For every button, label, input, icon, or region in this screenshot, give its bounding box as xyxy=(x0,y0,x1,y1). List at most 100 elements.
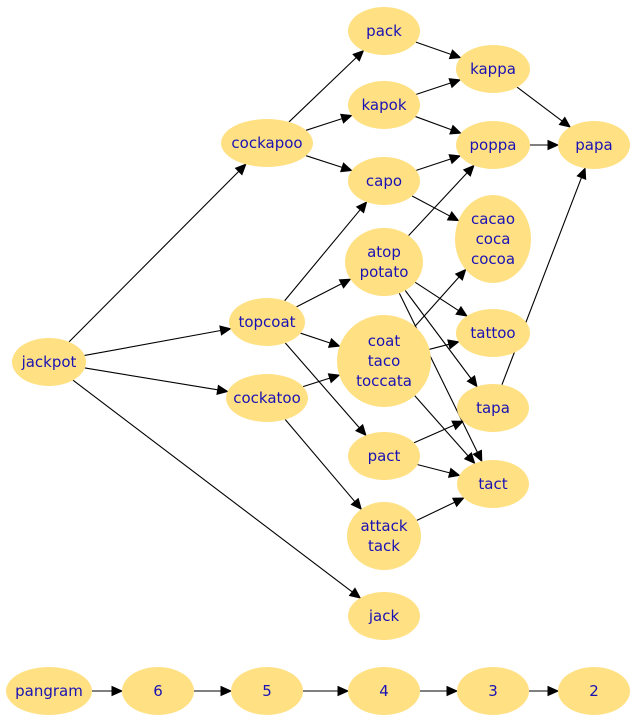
arrowhead xyxy=(466,374,478,388)
node-label: toccata xyxy=(356,372,412,390)
edge-jackpot-to-cockatoo xyxy=(84,367,229,395)
edge-line xyxy=(300,332,331,344)
node-ellipse xyxy=(12,338,86,386)
edge-cockatoo-to-attack-tack xyxy=(284,419,363,511)
node-label: coat xyxy=(368,332,401,350)
node-tattoo: tattoo xyxy=(456,309,530,357)
edge-line xyxy=(416,158,451,171)
edge-atop-potato-to-tattoo xyxy=(414,281,468,317)
node-ellipse xyxy=(457,460,529,508)
edge-pact-to-tapa xyxy=(413,420,465,444)
edge-line xyxy=(284,209,361,302)
node-poppa: poppa xyxy=(456,121,530,169)
edge-line xyxy=(72,379,353,593)
edge-line xyxy=(417,464,450,474)
edge-line xyxy=(84,329,221,357)
edge-capo-to-cacao-coca-cocoa xyxy=(411,195,460,222)
arrowhead xyxy=(451,497,465,508)
nodes-layer: jackpotcockapootopcoatcockatoopackkapokc… xyxy=(6,7,630,715)
edge-cockatoo-to-coat-taco-toccata xyxy=(302,373,341,388)
edge-cockapoo-to-kapok xyxy=(305,113,353,131)
node-label: 4 xyxy=(379,682,389,700)
arrowhead xyxy=(340,113,353,124)
arrowhead xyxy=(547,685,560,697)
edge-line xyxy=(414,281,459,311)
node-label: kappa xyxy=(470,60,516,78)
edge-coat-taco-toccata-to-tattoo xyxy=(429,339,460,350)
node-label: papa xyxy=(575,136,612,154)
edge-line xyxy=(404,290,472,379)
edge-line xyxy=(429,343,450,350)
edge-atop-potato-to-tapa xyxy=(404,290,478,388)
node-ellipse xyxy=(347,502,421,570)
node-label: tact xyxy=(478,475,507,493)
arrowhead xyxy=(451,420,465,431)
edge-topcoat-to-pact xyxy=(284,342,367,437)
edge-line xyxy=(415,116,452,131)
arrowhead xyxy=(446,685,459,697)
node-ellipse xyxy=(456,309,530,357)
node-ellipse xyxy=(558,667,630,715)
node-ellipse xyxy=(229,298,305,346)
edge-kapok-to-kappa xyxy=(416,78,462,95)
edge-line xyxy=(305,118,343,131)
arrowhead xyxy=(576,167,587,180)
arrowhead xyxy=(327,373,341,384)
arrowhead xyxy=(340,162,353,173)
node-label: cockatoo xyxy=(233,389,301,407)
arrowhead xyxy=(352,49,365,62)
node-ellipse xyxy=(348,157,420,205)
node-pangram: pangram xyxy=(6,667,92,715)
node-attack-tack: attack tack xyxy=(347,502,421,570)
arrowhead xyxy=(337,685,350,697)
edge-attack-tack-to-tact xyxy=(416,497,465,521)
node-ellipse xyxy=(456,45,530,93)
node-label: coca xyxy=(476,230,511,248)
edge-line xyxy=(416,82,451,95)
node-label: topcoat xyxy=(238,313,295,331)
edge-coat-taco-toccata-to-tact xyxy=(414,395,476,465)
node-label: 2 xyxy=(589,682,599,700)
node-n2: 2 xyxy=(558,667,630,715)
node-capo: capo xyxy=(348,157,420,205)
edge-n5-to-n4 xyxy=(303,685,350,697)
node-label: tack xyxy=(368,537,400,555)
edge-kapok-to-poppa xyxy=(415,116,462,135)
edge-line xyxy=(416,501,455,521)
node-label: poppa xyxy=(470,136,517,154)
node-ellipse xyxy=(348,7,420,55)
node-label: attack xyxy=(360,517,407,535)
node-ellipse xyxy=(348,432,420,480)
arrowhead xyxy=(338,278,352,289)
edge-topcoat-to-coat-taco-toccata xyxy=(300,332,341,348)
node-label: capo xyxy=(366,172,402,190)
edge-n6-to-n5 xyxy=(194,685,233,697)
node-ellipse xyxy=(231,667,303,715)
edge-poppa-to-papa xyxy=(530,139,560,151)
node-ellipse xyxy=(558,121,630,169)
arrowhead xyxy=(446,211,460,222)
edge-coat-taco-toccata-to-cacao-coca-cocoa xyxy=(414,268,467,327)
arrowhead xyxy=(454,268,467,281)
node-ellipse xyxy=(337,315,431,407)
node-ellipse xyxy=(457,667,529,715)
arrowhead xyxy=(472,449,483,463)
node-ellipse xyxy=(6,667,92,715)
node-pack: pack xyxy=(348,7,420,55)
arrowhead xyxy=(448,49,462,60)
edge-jackpot-to-topcoat xyxy=(84,325,232,357)
node-ellipse xyxy=(455,195,531,283)
node-label: tapa xyxy=(476,399,510,417)
node-pact: pact xyxy=(348,432,420,480)
node-label: jack xyxy=(368,607,400,625)
edge-kappa-to-papa xyxy=(516,86,572,128)
edge-line xyxy=(398,293,478,453)
arrowhead xyxy=(355,423,367,437)
node-topcoat: topcoat xyxy=(229,298,305,346)
arrowhead xyxy=(216,384,229,395)
node-label: atop xyxy=(367,243,401,261)
arrowhead xyxy=(455,305,468,317)
arrowhead xyxy=(234,163,247,176)
